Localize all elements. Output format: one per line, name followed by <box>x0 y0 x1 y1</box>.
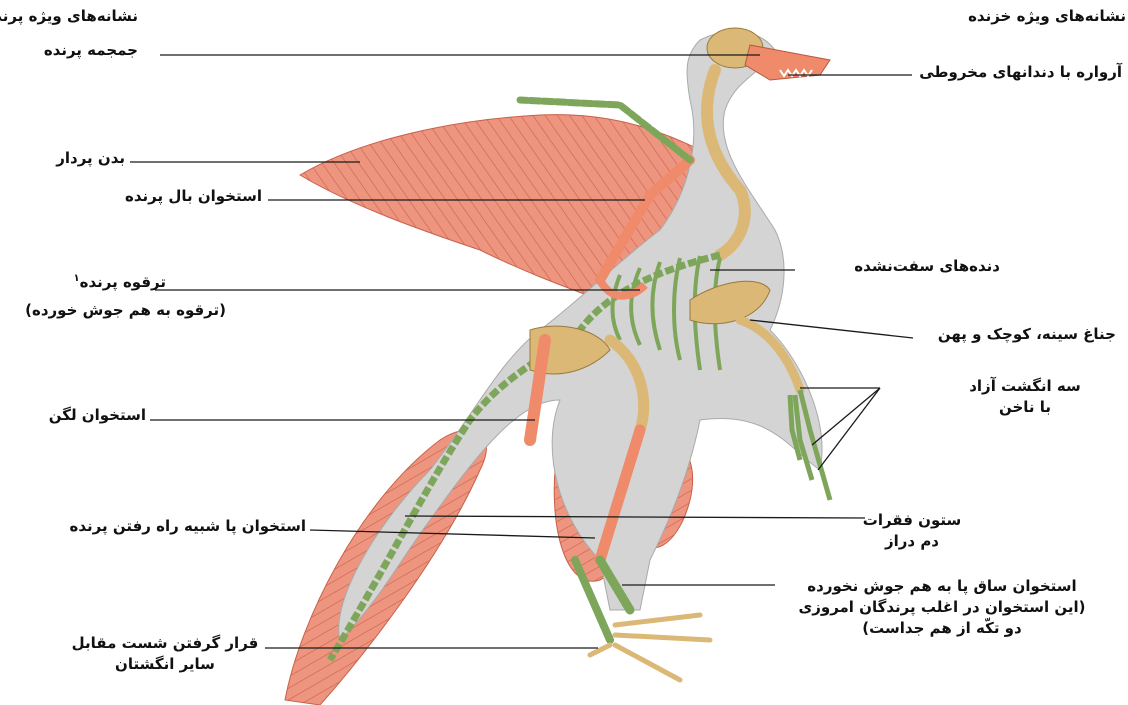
leg-line1: استخوان ساق پا به هم جوش نخورده <box>762 576 1122 597</box>
claws-line1: سه انگشت آزاد <box>950 376 1100 397</box>
label-skull: جمجمه پرنده <box>44 40 138 61</box>
opposable-toe-line2: سایر انگشتان <box>60 654 270 675</box>
label-pelvis: استخوان لگن <box>49 405 146 426</box>
leg-line3: دو تکّه از هم جداست) <box>762 618 1122 639</box>
label-ribs: دنده‌های سفت‌نشده <box>854 256 1000 277</box>
label-tail: ستون فقرات دم دراز <box>852 510 972 552</box>
toes <box>590 615 710 680</box>
label-sternum: جناغ سینه، کوچک و پهن <box>938 324 1116 345</box>
tail-line2: دم دراز <box>852 531 972 552</box>
label-opposable-toe: قرار گرفتن شست مقابل سایر انگشتان <box>60 633 270 675</box>
furcula-text: ترقوه پرنده <box>80 273 166 291</box>
leg-line2: (این استخوان در اغلب پرندگان امروزی <box>762 597 1122 618</box>
label-jaw-teeth: آرواره با دندانهای مخروطی <box>919 62 1122 83</box>
claws-line2: با ناخن <box>950 397 1100 418</box>
tail-line1: ستون فقرات <box>852 510 972 531</box>
label-claws: سه انگشت آزاد با ناخن <box>950 376 1100 418</box>
label-leg-bone: استخوان پا شبیه راه رفتن پرنده <box>70 516 306 537</box>
label-leg-unfused: استخوان ساق پا به هم جوش نخورده (این است… <box>762 576 1122 639</box>
label-feathered-body: بدن پردار <box>56 148 125 169</box>
header-reptile: نشانه‌های ویژه خزنده <box>968 6 1126 27</box>
label-furcula-note: (ترقوه به هم جوش خورده) <box>25 300 226 321</box>
header-bird: نشانه‌های ویژه پرنده <box>0 6 138 27</box>
label-furcula: ترقوه پرنده۱ <box>74 268 167 293</box>
label-wing-bone: استخوان بال پرنده <box>125 186 262 207</box>
opposable-toe-line1: قرار گرفتن شست مقابل <box>60 633 270 654</box>
